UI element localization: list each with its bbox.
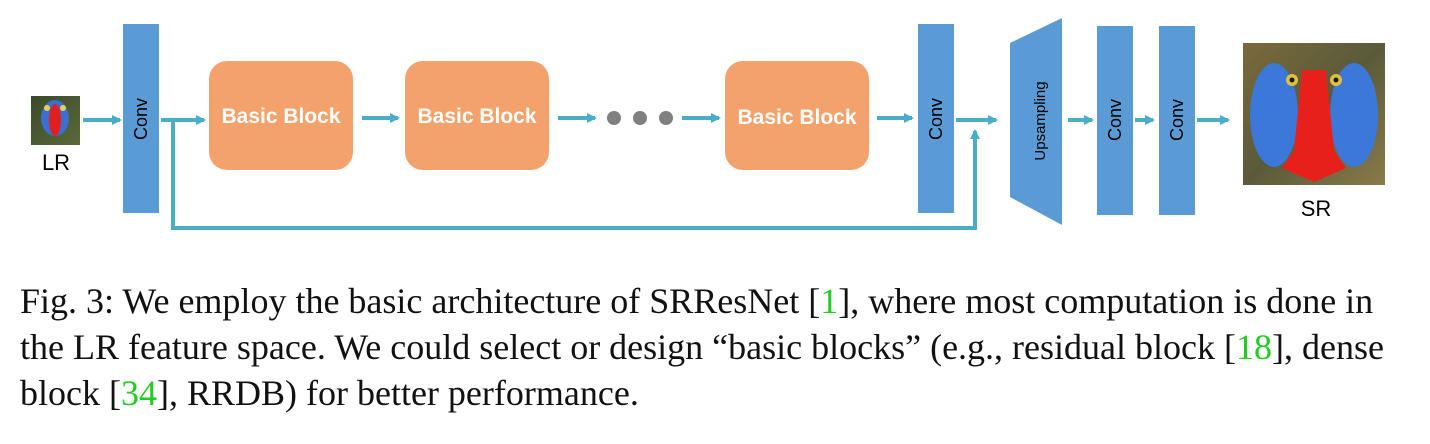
- conv-layer-2: [918, 24, 954, 213]
- ellipsis-dots: [607, 111, 673, 125]
- conv-layer-4: [1159, 26, 1195, 215]
- figure-caption: Fig. 3: We employ the basic architecture…: [20, 281, 1384, 413]
- sr-label: SR: [1301, 196, 1332, 221]
- citation-ref-1[interactable]: 1: [820, 281, 839, 321]
- sr-image: [1243, 43, 1385, 185]
- basic-block-label-2: Basic Block: [417, 105, 536, 128]
- conv-label-1: Conv: [131, 98, 151, 140]
- caption-text-1: We employ the basic architecture of SRRe…: [114, 281, 809, 321]
- conv-label-4: Conv: [1167, 99, 1187, 141]
- citation-ref-34[interactable]: 34: [120, 373, 157, 413]
- lr-label: LR: [42, 150, 70, 175]
- upsampling-layer: [1010, 18, 1062, 225]
- caption-text-3: , dense block: [20, 327, 1384, 413]
- citation-ref-18[interactable]: 18: [1236, 327, 1272, 367]
- conv-label-2: Conv: [926, 98, 946, 140]
- conv-layer-1: [123, 24, 159, 213]
- architecture-diagram: LR Conv Basic Block Basic Block Basic Bl…: [31, 18, 1385, 230]
- basic-block-3: [725, 61, 869, 170]
- basic-block-2: [405, 61, 549, 170]
- figure-label: Fig. 3:: [20, 281, 115, 321]
- basic-block-label-1: Basic Block: [221, 105, 340, 128]
- basic-block-1: [209, 61, 353, 170]
- conv-label-3: Conv: [1105, 99, 1125, 141]
- caption-text-2: , where most computation is done in the …: [20, 281, 1374, 367]
- skip-connection-arrow: [171, 120, 980, 230]
- caption-text-4: , RRDB) for better performance.: [168, 373, 639, 413]
- conv-layer-3: [1097, 26, 1133, 215]
- upsampling-label: Upsampling: [1032, 81, 1049, 160]
- basic-block-label-3: Basic Block: [737, 106, 856, 129]
- lr-image: [31, 96, 80, 145]
